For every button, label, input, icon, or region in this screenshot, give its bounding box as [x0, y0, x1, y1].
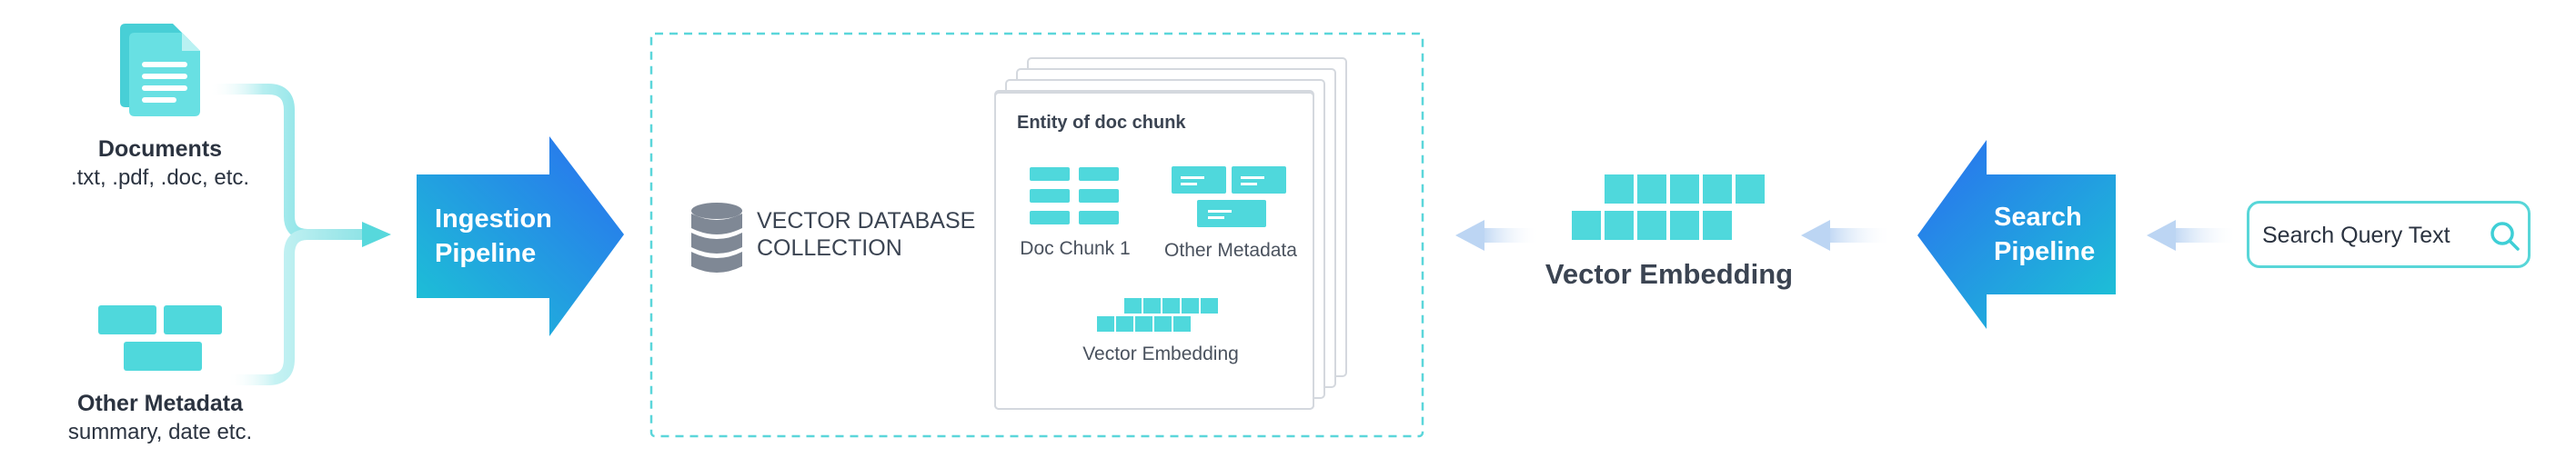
documents-subtitle: .txt, .pdf, .doc, etc.: [70, 165, 250, 190]
search-pipeline-label: Search Pipeline: [1994, 200, 2095, 269]
vector-db-title: VECTOR DATABASE COLLECTION: [757, 207, 975, 262]
vector-db-collection-border: [649, 32, 1424, 438]
entity-title: Entity of doc chunk: [1017, 113, 1186, 133]
metadata-icon: [98, 305, 222, 371]
metadata-title: Other Metadata: [77, 391, 243, 416]
entity-metadata-icon: [1172, 166, 1286, 227]
documents-icon: [120, 24, 200, 116]
flow-arrow-to-embedding: [1801, 220, 1892, 251]
entity-vector-embedding-icon: [1097, 298, 1218, 332]
flow-arrow-to-search: [2147, 220, 2238, 251]
metadata-label: Other Metadata summary, date etc.: [27, 389, 293, 447]
metadata-subtitle: summary, date etc.: [67, 420, 253, 444]
search-icon[interactable]: [2488, 219, 2522, 254]
ingestion-pipeline-arrow: [417, 136, 624, 336]
source-connector: [209, 84, 391, 385]
search-pipeline-arrow: [1917, 140, 2116, 329]
entity-metadata-label: Other Metadata: [1164, 240, 1297, 261]
search-label-line2: Pipeline: [1994, 237, 2096, 266]
ingestion-pipeline-label: Ingestion Pipeline: [435, 202, 552, 271]
database-icon: [691, 203, 742, 273]
ingestion-label-line2: Pipeline: [435, 239, 537, 268]
entity-embedding-label: Vector Embedding: [1082, 344, 1239, 364]
search-query-text: Search Query Text: [2262, 223, 2450, 248]
doc-chunk-label: Doc Chunk 1: [1020, 238, 1131, 259]
doc-chunk-icon: [1030, 167, 1119, 224]
documents-title: Documents: [97, 136, 223, 162]
flow-arrow-to-db: [1455, 220, 1539, 251]
vector-embedding-label: Vector Embedding: [1545, 258, 1794, 290]
ingestion-label-line1: Ingestion: [435, 204, 552, 234]
vector-embedding-icon: [1572, 174, 1765, 240]
documents-label: Documents .txt, .pdf, .doc, etc.: [36, 134, 284, 193]
vector-db-title-line1: VECTOR DATABASE: [757, 208, 976, 234]
vector-db-title-line2: COLLECTION: [757, 235, 902, 261]
search-label-line1: Search: [1994, 203, 2082, 232]
search-query-box[interactable]: Search Query Text: [2247, 201, 2531, 268]
